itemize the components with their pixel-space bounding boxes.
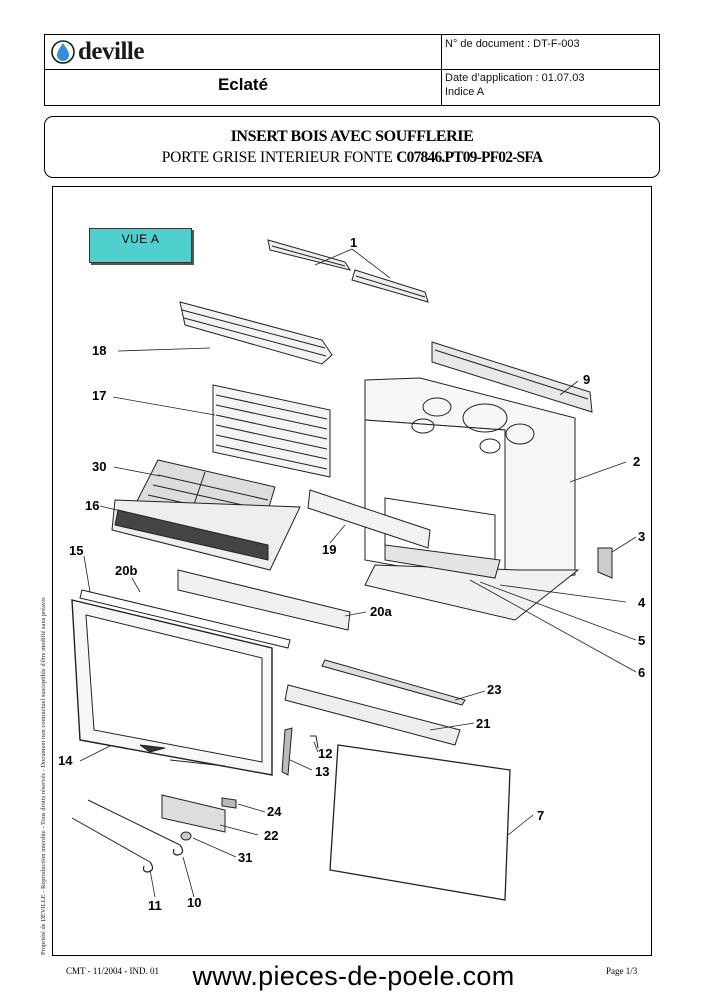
part-knob (180, 831, 192, 841)
leader-lines (79, 248, 637, 898)
part-glass (329, 744, 511, 901)
part-rod (321, 659, 466, 706)
flame-drop-icon (51, 40, 75, 64)
part-number-7: 7 (537, 808, 544, 823)
part-number-6: 6 (638, 665, 645, 680)
logo-text: deville (78, 38, 144, 65)
part-number-20b: 20b (115, 563, 137, 578)
title-line-1: INSERT BOIS AVEC SOUFFLERIE (230, 128, 474, 145)
document-title: Eclaté (217, 75, 269, 94)
part-deflector (267, 239, 429, 303)
part-number-5: 5 (638, 633, 645, 648)
title-line-2-code: C07846.PT09-PF02-SFA (396, 149, 543, 166)
part-number-23: 23 (487, 682, 501, 697)
part-back-plate (212, 384, 331, 478)
part-number-3: 3 (638, 529, 645, 544)
footer-page-number: Page 1/3 (606, 966, 638, 976)
part-number-20a: 20a (370, 604, 392, 619)
view-label: VUE A (89, 228, 192, 263)
title-line-2: PORTE GRISE INTERIEUR FONTE C07846.PT09-… (45, 149, 659, 167)
part-number-13: 13 (315, 764, 329, 779)
part-lower-rail (284, 684, 461, 746)
part-number-12: 12 (318, 746, 332, 761)
footer-revision: CMT - 11/2004 - IND. 01 (66, 966, 159, 976)
part-number-17: 17 (92, 388, 106, 403)
part-number-31: 31 (238, 850, 252, 865)
part-number-4: 4 (638, 595, 646, 610)
indice: Indice A (445, 86, 485, 98)
part-number-14: 14 (58, 753, 73, 768)
part-number-21: 21 (476, 716, 490, 731)
deville-logo: deville (51, 38, 144, 66)
part-air-slider (161, 794, 226, 833)
part-ash-lip (111, 499, 301, 571)
part-ash-tray (384, 544, 501, 579)
footer-website: www.pieces-de-poele.com (192, 961, 515, 991)
part-side-bracket (307, 489, 431, 549)
part-number-9: 9 (583, 372, 590, 387)
part-number-16: 16 (85, 498, 99, 513)
part-number-18: 18 (92, 343, 106, 358)
header-divider-vertical (441, 35, 442, 105)
document-number: N° de document : DT-F-003 (445, 38, 580, 50)
part-handle-clip (310, 735, 319, 749)
part-door-gasket (79, 589, 291, 649)
part-small-clip (221, 797, 237, 809)
part-number-19: 19 (322, 542, 336, 557)
header-divider-horizontal (45, 69, 659, 70)
part-poker (87, 799, 181, 846)
title-box: INSERT BOIS AVEC SOUFFLERIE PORTE GRISE … (44, 116, 660, 178)
part-firebox-body (364, 377, 576, 586)
part-number-2: 2 (633, 454, 640, 469)
part-number-24: 24 (267, 804, 282, 819)
part-number-10: 10 (187, 895, 201, 910)
part-number-22: 22 (264, 828, 278, 843)
copyright-side-note: Propriété de DEVILLE - Reproduction inte… (40, 597, 47, 955)
part-top-baffle (179, 301, 333, 365)
part-door-frame (71, 599, 273, 776)
part-number-1: 1 (350, 235, 357, 250)
date-application: Date d’application : 01.07.03 (445, 72, 585, 84)
part-hook (71, 817, 151, 863)
title-line-2-plain: PORTE GRISE INTERIEUR FONTE (161, 149, 397, 166)
part-door-rail (177, 569, 351, 631)
part-number-30: 30 (92, 459, 106, 474)
header-table: deville Eclaté N° de document : DT-F-003… (44, 34, 660, 106)
part-clip (597, 547, 613, 579)
part-top-rail (431, 341, 593, 413)
part-number-15: 15 (69, 543, 83, 558)
part-number-11: 11 (148, 898, 162, 913)
drawing-frame (52, 186, 652, 956)
part-handle (281, 727, 293, 776)
